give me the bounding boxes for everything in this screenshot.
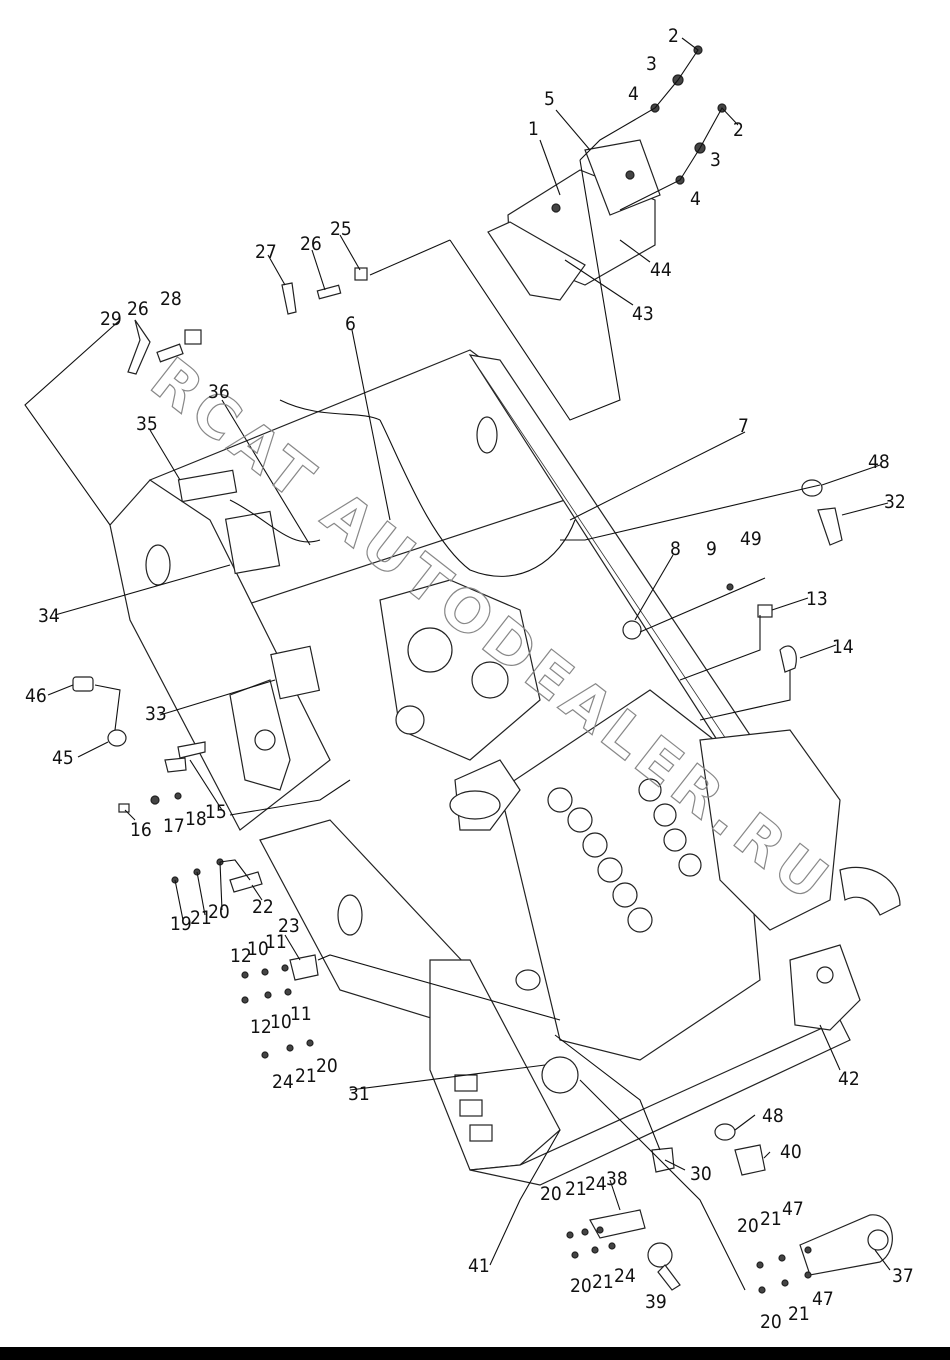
chassis-frame [109,349,901,1186]
callout-6: 6 [345,313,356,335]
callout-35: 35 [136,413,158,435]
callout-29: 29 [100,308,122,330]
battery-box [224,510,281,575]
callout-26: 26 [300,233,322,255]
callout-4: 4 [690,188,701,210]
callout-47: 47 [782,1198,804,1220]
callout-3: 3 [710,149,721,171]
callout-48: 48 [762,1105,784,1127]
callout-24: 24 [272,1071,294,1093]
callout-34: 34 [38,605,60,627]
callout-32: 32 [884,491,906,513]
callout-20: 20 [737,1215,759,1237]
callout-33: 33 [145,703,167,725]
callout-16: 16 [130,819,152,841]
callout-2: 2 [733,119,744,141]
alternator [789,944,861,1031]
callout-27: 27 [255,241,277,263]
callout-2: 2 [668,25,679,47]
injector-row [547,778,702,933]
callout-37: 37 [892,1265,914,1287]
callout-10: 10 [270,1011,292,1033]
callout-40: 40 [780,1141,802,1163]
callout-45: 45 [52,747,74,769]
callout-18: 18 [185,808,207,830]
callout-42: 42 [838,1068,860,1090]
callout-4: 4 [628,83,639,105]
callout-11: 11 [290,1003,312,1025]
panel-hole [476,416,498,454]
callout-31: 31 [348,1083,370,1105]
callout-3: 3 [646,53,657,75]
callout-21: 21 [592,1271,614,1293]
callout-17: 17 [163,815,185,837]
callout-41: 41 [468,1255,490,1277]
callout-9: 9 [706,538,717,560]
callout-14: 14 [832,636,854,658]
callout-21: 21 [295,1065,317,1087]
callout-15: 15 [205,801,227,823]
callout-47: 47 [812,1288,834,1310]
panel-hole [145,544,171,586]
relay-box [270,645,321,700]
callout-20: 20 [760,1311,782,1333]
callout-21: 21 [788,1303,810,1325]
callout-24: 24 [585,1173,607,1195]
callout-21: 21 [190,907,212,929]
callout-20: 20 [540,1183,562,1205]
callout-21: 21 [565,1178,587,1200]
callout-1: 1 [528,118,539,140]
callout-28: 28 [160,288,182,310]
callout-22: 22 [252,896,274,918]
callout-44: 44 [650,259,672,281]
mounting-plate-43 [487,221,586,301]
callout-49: 49 [740,528,762,550]
callout-12: 12 [230,945,252,967]
callout-11: 11 [265,931,287,953]
bottom-border [0,1347,950,1360]
callout-20: 20 [316,1055,338,1077]
callout-24: 24 [614,1265,636,1287]
leader-lines [24,37,891,1291]
callout-12: 12 [250,1016,272,1038]
callout-10: 10 [247,938,269,960]
callout-26: 26 [127,298,149,320]
control-box [487,139,661,301]
callout-30: 30 [690,1163,712,1185]
callout-8: 8 [670,538,681,560]
panel-hole [337,894,363,936]
pump-assembly [379,579,541,831]
callout-labels: 2 3 4 5 1 2 3 4 44 43 27 26 25 29 26 28 … [25,25,914,1333]
callout-36: 36 [208,381,230,403]
callout-39: 39 [645,1291,667,1313]
callout-38: 38 [606,1168,628,1190]
callout-23: 23 [278,915,300,937]
callout-20: 20 [570,1275,592,1297]
callout-13: 13 [806,588,828,610]
callout-20: 20 [208,901,230,923]
callout-21: 21 [760,1208,782,1230]
callout-48: 48 [868,451,890,473]
callout-46: 46 [25,685,47,707]
callout-25: 25 [330,218,352,240]
panel-hole [515,969,541,991]
callout-7: 7 [738,415,749,437]
callout-5: 5 [544,88,555,110]
callout-19: 19 [170,913,192,935]
wire-harness [379,419,576,577]
callout-43: 43 [632,303,654,325]
